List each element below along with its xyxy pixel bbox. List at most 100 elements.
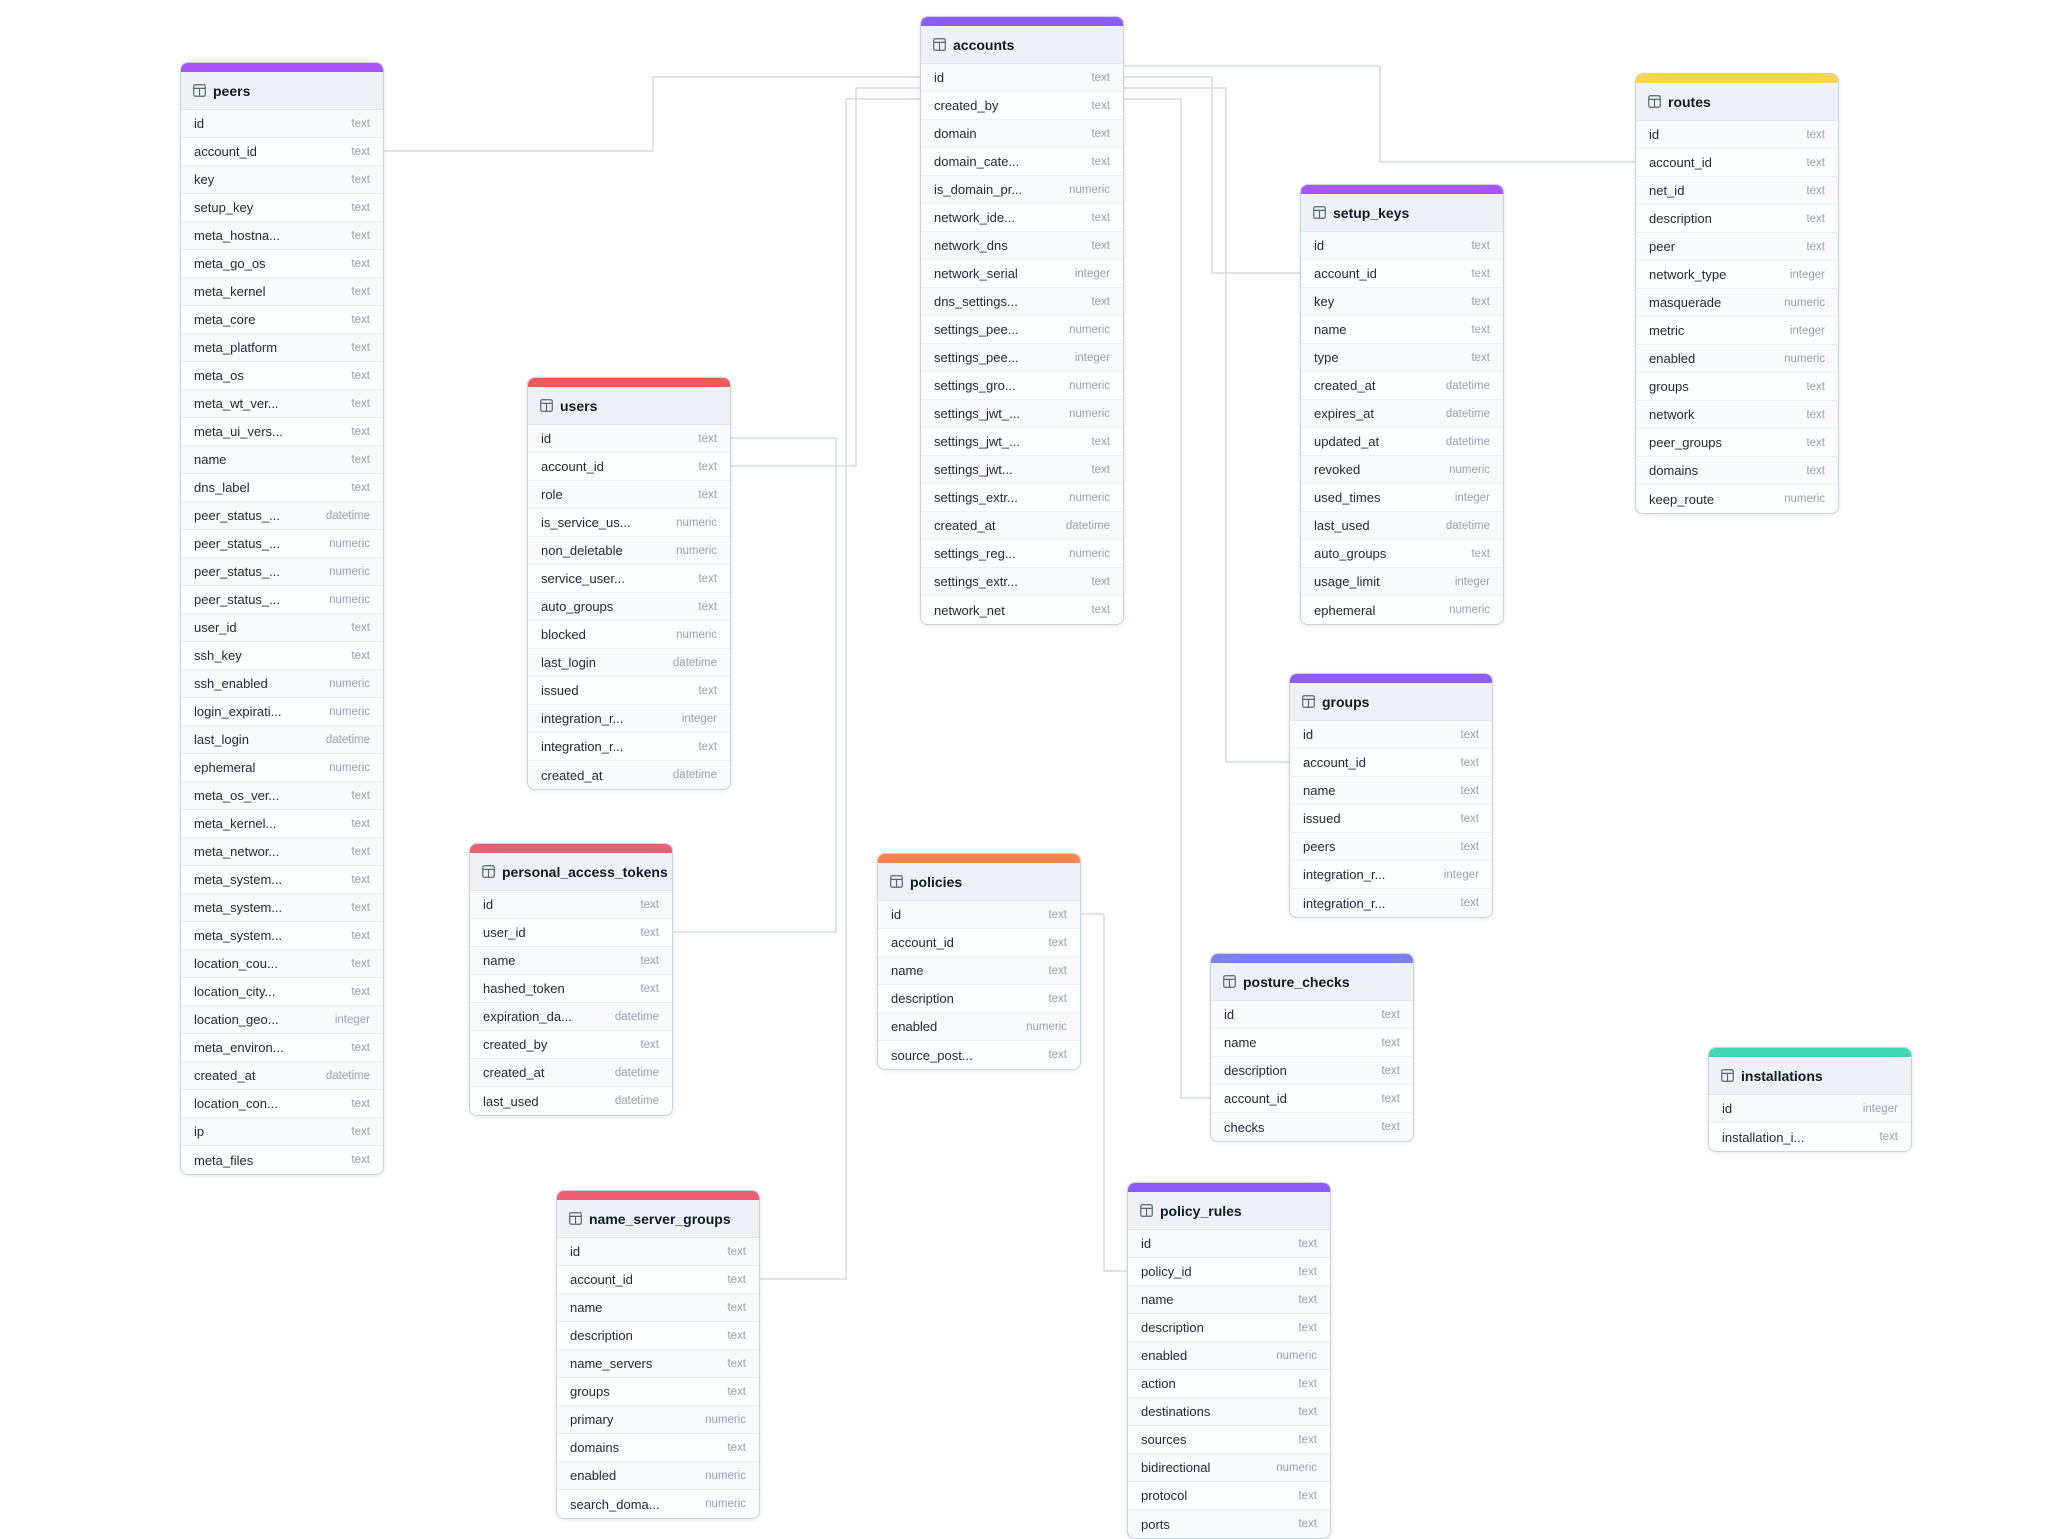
field-row[interactable]: domain_cate...text [921,148,1123,176]
field-row[interactable]: installation_i...text [1709,1123,1911,1151]
table-header-personal_access_tokens[interactable]: personal_access_tokens [470,853,672,891]
field-row[interactable]: is_service_us...numeric [528,509,730,537]
table-header-posture_checks[interactable]: posture_checks [1211,963,1413,1001]
field-row[interactable]: meta_networ...text [181,838,383,866]
field-row[interactable]: meta_wt_ver...text [181,390,383,418]
table-header-policies[interactable]: policies [878,863,1080,901]
table-header-routes[interactable]: routes [1636,83,1838,121]
field-row[interactable]: settings_gro...numeric [921,372,1123,400]
field-row[interactable]: meta_system...text [181,922,383,950]
field-row[interactable]: meta_os_ver...text [181,782,383,810]
field-row[interactable]: settings_pee...integer [921,344,1123,372]
field-row[interactable]: source_post...text [878,1041,1080,1069]
field-row[interactable]: meta_kernel...text [181,810,383,838]
field-row[interactable]: settings_jwt_...text [921,428,1123,456]
field-row[interactable]: network_ide...text [921,204,1123,232]
field-row[interactable]: expiration_da...datetime [470,1003,672,1031]
field-row[interactable]: settings_extr...numeric [921,484,1123,512]
field-row[interactable]: meta_system...text [181,866,383,894]
field-row[interactable]: location_city...text [181,978,383,1006]
table-header-users[interactable]: users [528,387,730,425]
field-row[interactable]: meta_ui_vers...text [181,418,383,446]
field-row[interactable]: location_cou...text [181,950,383,978]
field-row[interactable]: peer_status_...numeric [181,586,383,614]
table-header-groups[interactable]: groups [1290,683,1492,721]
field-row[interactable]: integration_r...integer [528,705,730,733]
table-header-policy_rules[interactable]: policy_rules [1128,1192,1330,1230]
table-header-accounts[interactable]: accounts [921,26,1123,64]
field-row[interactable]: login_expirati...numeric [181,698,383,726]
field-row[interactable]: settings_reg...numeric [921,540,1123,568]
field-row[interactable]: integration_r...text [528,733,730,761]
field-row[interactable]: search_doma...numeric [557,1490,759,1518]
